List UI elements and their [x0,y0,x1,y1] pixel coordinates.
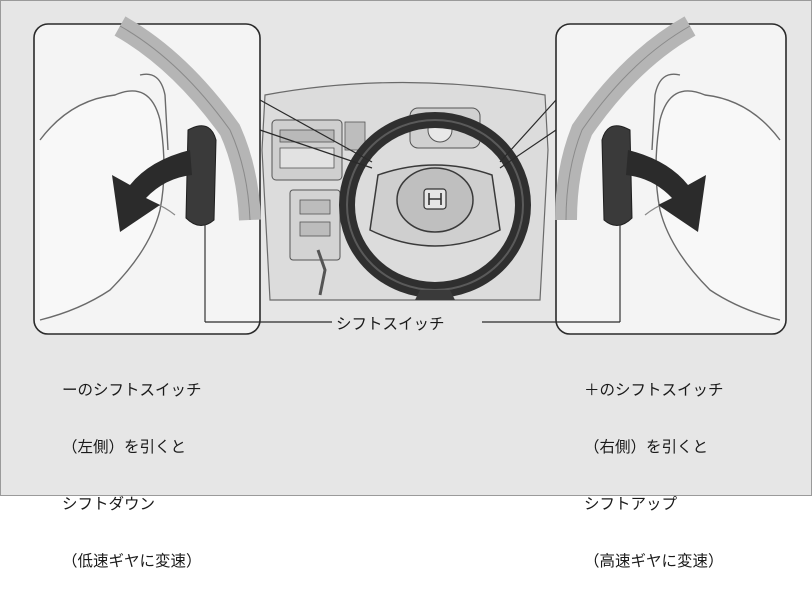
caption-line: ＋のシフトスイッチ [584,381,724,399]
caption-line: ーのシフトスイッチ [62,381,202,399]
curved-arrow-left-icon [112,150,192,232]
shift-up-caption: ＋のシフトスイッチ （右側）を引くと シフトアップ （高速ギヤに変速） [584,343,724,590]
caption-line: （左側）を引くと [62,438,187,456]
connector-lines [205,99,620,323]
caption-line: シフトアップ [584,495,678,513]
shift-paddle-illustration [33,16,787,335]
dashboard-view [261,81,549,301]
caption-line: （低速ギヤに変速） [62,552,202,570]
shift-switch-label: シフトスイッチ [332,312,449,334]
right-zoom-panel [555,16,787,335]
caption-line: シフトダウン [62,495,156,513]
h-emblem-icon [423,188,447,210]
left-zoom-panel [33,16,261,335]
caption-line: （高速ギヤに変速） [584,552,724,570]
caption-line: （右側）を引くと [584,438,709,456]
curved-arrow-right-icon [626,150,706,232]
shift-down-caption: ーのシフトスイッチ （左側）を引くと シフトダウン （低速ギヤに変速） [62,343,202,590]
